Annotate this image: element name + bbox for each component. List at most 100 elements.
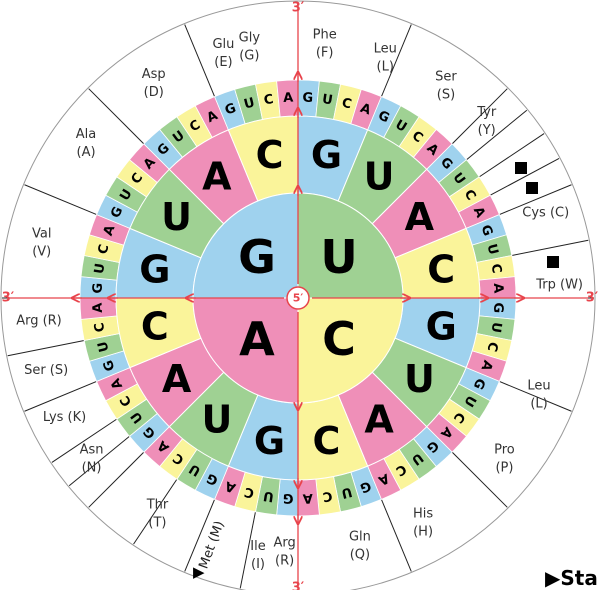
- third-base-letter: A: [223, 478, 238, 496]
- group-divider: [380, 499, 412, 572]
- start-triangle-icon: ▶: [545, 566, 561, 590]
- amino-acid-name: Pro: [494, 442, 515, 457]
- amino-acid-name: Gly: [239, 31, 261, 46]
- third-base-letter: G: [302, 90, 313, 106]
- amino-acid-name: Tyr: [476, 105, 497, 120]
- amino-acid-label: Asp (D): [142, 67, 166, 100]
- amino-acid-label: Gln(Q): [349, 529, 371, 562]
- amino-acid-name: Phe: [313, 27, 337, 42]
- group-divider: [451, 451, 508, 508]
- third-base-letter: A: [302, 490, 313, 505]
- second-base-letter: A: [162, 357, 192, 401]
- amino-acid-code: (G): [239, 49, 259, 64]
- amino-acid-name: Ala: [76, 127, 96, 142]
- first-base-letter: C: [322, 312, 356, 366]
- second-base-letter: C: [427, 248, 455, 292]
- group-divider: [380, 24, 412, 97]
- amino-acid-code: (N): [82, 460, 102, 475]
- third-base-letter: G: [477, 223, 495, 238]
- amino-acid-code: (A): [77, 145, 96, 160]
- amino-acid-label: His(H): [413, 507, 433, 540]
- amino-acid-code: (P): [495, 460, 513, 475]
- three-prime-label-left: 3′: [2, 291, 15, 306]
- amino-acid-code: (L): [530, 396, 547, 411]
- amino-acid-label: Val (V): [32, 227, 51, 260]
- amino-acid-name: Asp: [142, 67, 166, 82]
- stop-codon-icon: [547, 256, 559, 268]
- third-base-letter: A: [101, 223, 119, 238]
- third-base-letter: C: [92, 322, 108, 334]
- start-codon-icon: ▶: [193, 563, 205, 581]
- third-base-letter: U: [488, 321, 504, 334]
- third-base-letter: A: [478, 358, 496, 373]
- three-prime-label-top: 3′: [292, 1, 305, 16]
- amino-acid-name: Gln: [349, 529, 371, 544]
- amino-acid-label: Cys (C): [522, 206, 569, 221]
- first-base-letter: A: [239, 312, 275, 366]
- amino-acid-name: Val: [32, 227, 51, 242]
- amino-acid-label: Asn (N): [80, 442, 104, 475]
- amino-acid-name: Leu: [374, 41, 397, 56]
- third-base-letter: U: [321, 92, 334, 108]
- second-base-letter: C: [256, 133, 284, 177]
- stop-codon-icon: [526, 182, 538, 194]
- amino-acid-label: Phe (F): [313, 27, 337, 60]
- group-divider: [499, 184, 572, 216]
- first-base-letter: U: [320, 230, 357, 284]
- first-base-sector: [297, 297, 404, 404]
- group-divider: [51, 418, 118, 463]
- second-base-letter: G: [254, 419, 285, 463]
- amino-acid-code: (L): [377, 59, 394, 74]
- third-base-letter: U: [242, 95, 256, 112]
- amino-acid-code: (D): [144, 85, 164, 100]
- second-base-letter: U: [364, 155, 395, 199]
- group-divider: [68, 435, 130, 487]
- second-base-letter: A: [202, 155, 232, 199]
- amino-acid-code: (S): [437, 88, 455, 103]
- third-base-letter: U: [262, 488, 275, 504]
- first-base-sector: [297, 192, 404, 299]
- amino-acid-label: Ser (S): [24, 363, 68, 378]
- group-divider: [239, 511, 256, 589]
- third-base-letter: G: [358, 477, 373, 495]
- amino-acid-name: Glu: [212, 37, 234, 52]
- amino-acid-code: (E): [214, 55, 232, 70]
- group-divider: [184, 499, 216, 572]
- amino-acid-code: (T): [148, 515, 166, 530]
- three-prime-label-right: 3′: [586, 291, 599, 306]
- amino-acid-code: (I): [251, 557, 265, 572]
- third-base-letter: U: [95, 340, 112, 354]
- third-base-letter: C: [484, 340, 501, 353]
- third-base-letter: G: [101, 358, 119, 373]
- amino-acid-code: (V): [32, 245, 51, 260]
- third-base-letter: G: [223, 101, 238, 119]
- second-base-letter: A: [364, 397, 394, 441]
- amino-acid-label: Glu (E): [212, 37, 234, 70]
- five-prime-label: 5′: [293, 292, 304, 305]
- amino-acid-name: Asn: [80, 442, 104, 457]
- third-base-letter: C: [340, 96, 353, 113]
- third-base-letter: U: [340, 483, 354, 500]
- second-base-letter: G: [426, 304, 457, 348]
- group-divider: [478, 133, 545, 178]
- amino-acid-code: (F): [316, 45, 334, 60]
- group-divider: [88, 451, 145, 508]
- first-base-sector: [192, 297, 299, 404]
- group-divider: [490, 158, 560, 196]
- amino-acid-name: Ser: [435, 70, 457, 85]
- group-divider: [184, 24, 216, 97]
- amino-acid-label: Trp (W): [535, 277, 583, 292]
- amino-acid-label: Leu (L): [374, 41, 397, 74]
- group-divider: [466, 109, 528, 161]
- amino-acid-label: Thr(T): [146, 497, 169, 530]
- amino-acid-label: Gly (G): [239, 31, 261, 64]
- second-base-letter: U: [404, 357, 435, 401]
- group-divider: [451, 88, 508, 145]
- amino-acid-name: Leu: [527, 378, 550, 393]
- group-divider: [511, 239, 589, 256]
